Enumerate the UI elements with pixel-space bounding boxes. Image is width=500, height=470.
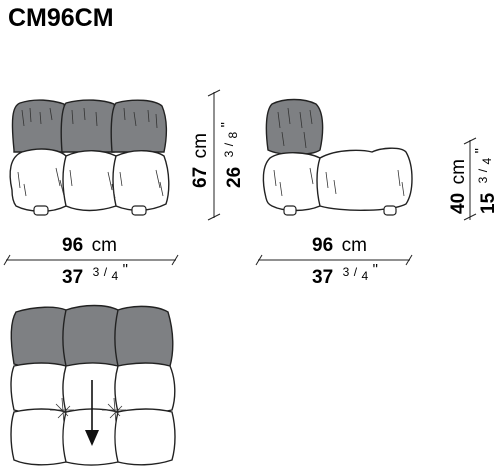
side-depth-cm-label: 96 cm [312,235,367,256]
side-depth-inch-label: 37 3 / 4 " [312,261,378,288]
seat-height-cm-value: 40 [448,193,469,214]
height-tick-top [207,89,221,97]
seat-height-inch-label: 15 3 / 4 " [472,148,499,214]
side-view [262,98,413,216]
height-inch-whole: 26 [224,167,245,188]
seat-height-tick-top [463,137,477,145]
height-inch-frac-num: 3 [222,150,236,157]
height-dimension: 67 cm 26 3 / 8 " [190,89,245,221]
front-width-inch-whole: 37 [62,267,83,288]
front-width-cm-unit: cm [92,235,117,256]
seat-height-cm-unit: cm [448,159,469,184]
front-width-inch-frac-den: 4 [112,269,119,283]
front-width-dimension: 96 cm 37 3 / 4 " [3,235,179,288]
front-width-cm-label: 96 cm [62,235,117,256]
height-cm-unit: cm [190,133,211,158]
front-width-cm-value: 96 [62,235,83,256]
top-seat [10,362,176,466]
product-code: CM96CM [8,4,114,32]
top-backrest [10,304,174,369]
side-depth-tick-left [255,254,263,266]
height-inch-frac-den: 8 [226,131,240,138]
side-depth-inch-frac-den: 4 [362,269,369,283]
front-width-inch-label: 37 3 / 4 " [62,261,128,288]
seat-height-inch-frac-num: 3 [476,176,490,183]
seat-height-inch-mark: " [472,148,489,153]
height-cm-value: 67 [190,167,211,188]
front-backrest [11,99,168,153]
seat-height-tick-bottom [463,213,477,221]
front-width-inch-mark: " [123,261,128,278]
side-seat-back [262,152,324,212]
front-seat [9,148,170,216]
height-cm-label: 67 cm [190,133,211,188]
side-depth-inch-frac-num: 3 [343,265,350,279]
side-backrest [265,98,324,156]
side-depth-tick-right [405,254,413,266]
top-view [10,304,176,466]
direction-arrow-head [85,430,99,446]
side-depth-inch-whole: 37 [312,267,333,288]
height-inch-label: 26 3 / 8 " [218,122,245,188]
front-view [9,99,170,216]
seat-height-inch-frac-den: 4 [480,157,494,164]
seat-height-inch-whole: 15 [478,192,499,214]
side-depth-cm-unit: cm [342,235,367,256]
side-seat-front [316,147,413,211]
height-inch-mark: " [218,122,235,127]
front-width-tick-left [3,254,11,266]
side-depth-cm-value: 96 [312,235,333,256]
front-width-inch-frac-num: 3 [93,265,100,279]
side-depth-inch-mark: " [373,261,378,278]
seat-height-cm-label: 40 cm [448,159,469,214]
side-depth-dimension: 96 cm 37 3 / 4 " [255,235,413,288]
front-width-tick-right [171,254,179,266]
seat-height-dimension: 40 cm 15 3 / 4 " [448,137,499,221]
height-tick-bottom [207,213,221,221]
